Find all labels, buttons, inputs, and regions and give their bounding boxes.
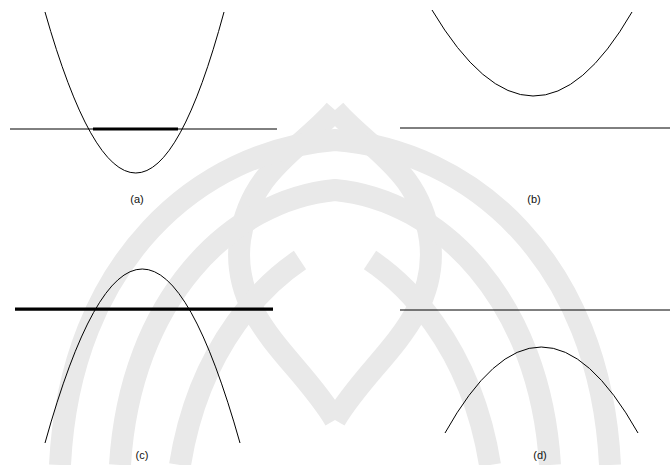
axis-line — [10, 129, 277, 130]
parabola-curve — [45, 269, 240, 443]
watermark-arc — [370, 260, 490, 465]
panel-label: (d) — [533, 449, 546, 461]
parabola-curve — [445, 347, 638, 433]
panel-label: (a) — [130, 193, 143, 205]
watermark-arc — [120, 190, 550, 465]
watermark — [60, 110, 610, 465]
axis-line — [15, 310, 273, 311]
solution-interval — [15, 308, 273, 311]
parabola-curve — [45, 12, 224, 173]
solution-interval — [93, 128, 178, 131]
panel-label: (c) — [136, 449, 149, 461]
panel-label: (b) — [527, 193, 540, 205]
watermark-arc — [180, 260, 300, 465]
parabola-curve — [432, 10, 632, 96]
watermark-arc — [60, 140, 610, 465]
axis-line — [400, 310, 670, 311]
axis-line — [400, 128, 670, 129]
